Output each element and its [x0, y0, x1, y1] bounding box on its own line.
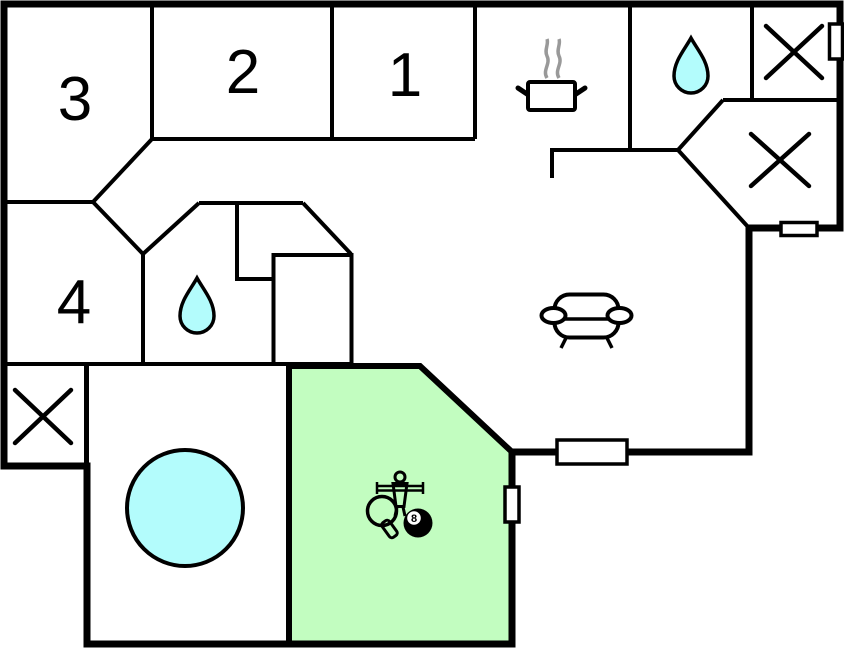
x-marker-icon — [748, 131, 812, 189]
wall-kitchen-counter — [550, 148, 678, 178]
wall-corner-diagonal-down — [676, 148, 751, 230]
paddle-blade — [365, 494, 399, 528]
x-marker-icon — [763, 23, 825, 81]
foosball-rod — [375, 482, 425, 494]
steam-icon — [555, 38, 562, 79]
door-opening — [503, 485, 521, 524]
room-4-label: 4 — [57, 268, 91, 337]
wall-bath-partition — [235, 203, 273, 281]
sofa-armrest — [605, 306, 634, 325]
ball-spot — [407, 511, 421, 525]
room-2-label: 2 — [226, 38, 260, 107]
wall-hall-diagonal-1 — [91, 137, 154, 204]
x-markers — [12, 23, 825, 446]
paddle-handle — [380, 518, 399, 540]
water-drop-icon — [178, 274, 216, 335]
wall-corner-diagonal-up — [676, 98, 725, 152]
sofa-armrest — [539, 306, 568, 325]
doors — [503, 22, 844, 524]
door-opening — [827, 22, 844, 61]
sofa-legs — [559, 337, 614, 349]
interior-walls — [4, 4, 837, 466]
stove-pot-icon — [515, 38, 588, 112]
sofa-icon — [539, 292, 634, 349]
door-opening — [555, 438, 629, 466]
pot-body — [526, 80, 577, 112]
activity-room-walls — [286, 363, 515, 644]
table-tennis-paddle-icon — [365, 494, 399, 540]
wall-bath-diagonal — [141, 201, 201, 256]
wall-activity-top — [286, 363, 515, 455]
wall-hall-diagonal-2 — [91, 200, 145, 256]
billiards-8-ball-icon: 8 — [403, 508, 433, 538]
water-drop-icon — [672, 34, 710, 95]
eight-ball-number: 8 — [411, 513, 417, 525]
wall-utility-diagonal — [301, 201, 353, 256]
room-1-label: 1 — [388, 41, 422, 110]
room-3-label: 3 — [58, 65, 92, 134]
utility-block — [271, 253, 354, 366]
player-body — [391, 482, 409, 508]
whirlpool-icon — [125, 448, 245, 568]
x-marker-icon — [12, 387, 74, 446]
foosball-player-icon — [375, 470, 425, 517]
door-opening — [779, 220, 819, 238]
steam-icon — [543, 38, 550, 79]
